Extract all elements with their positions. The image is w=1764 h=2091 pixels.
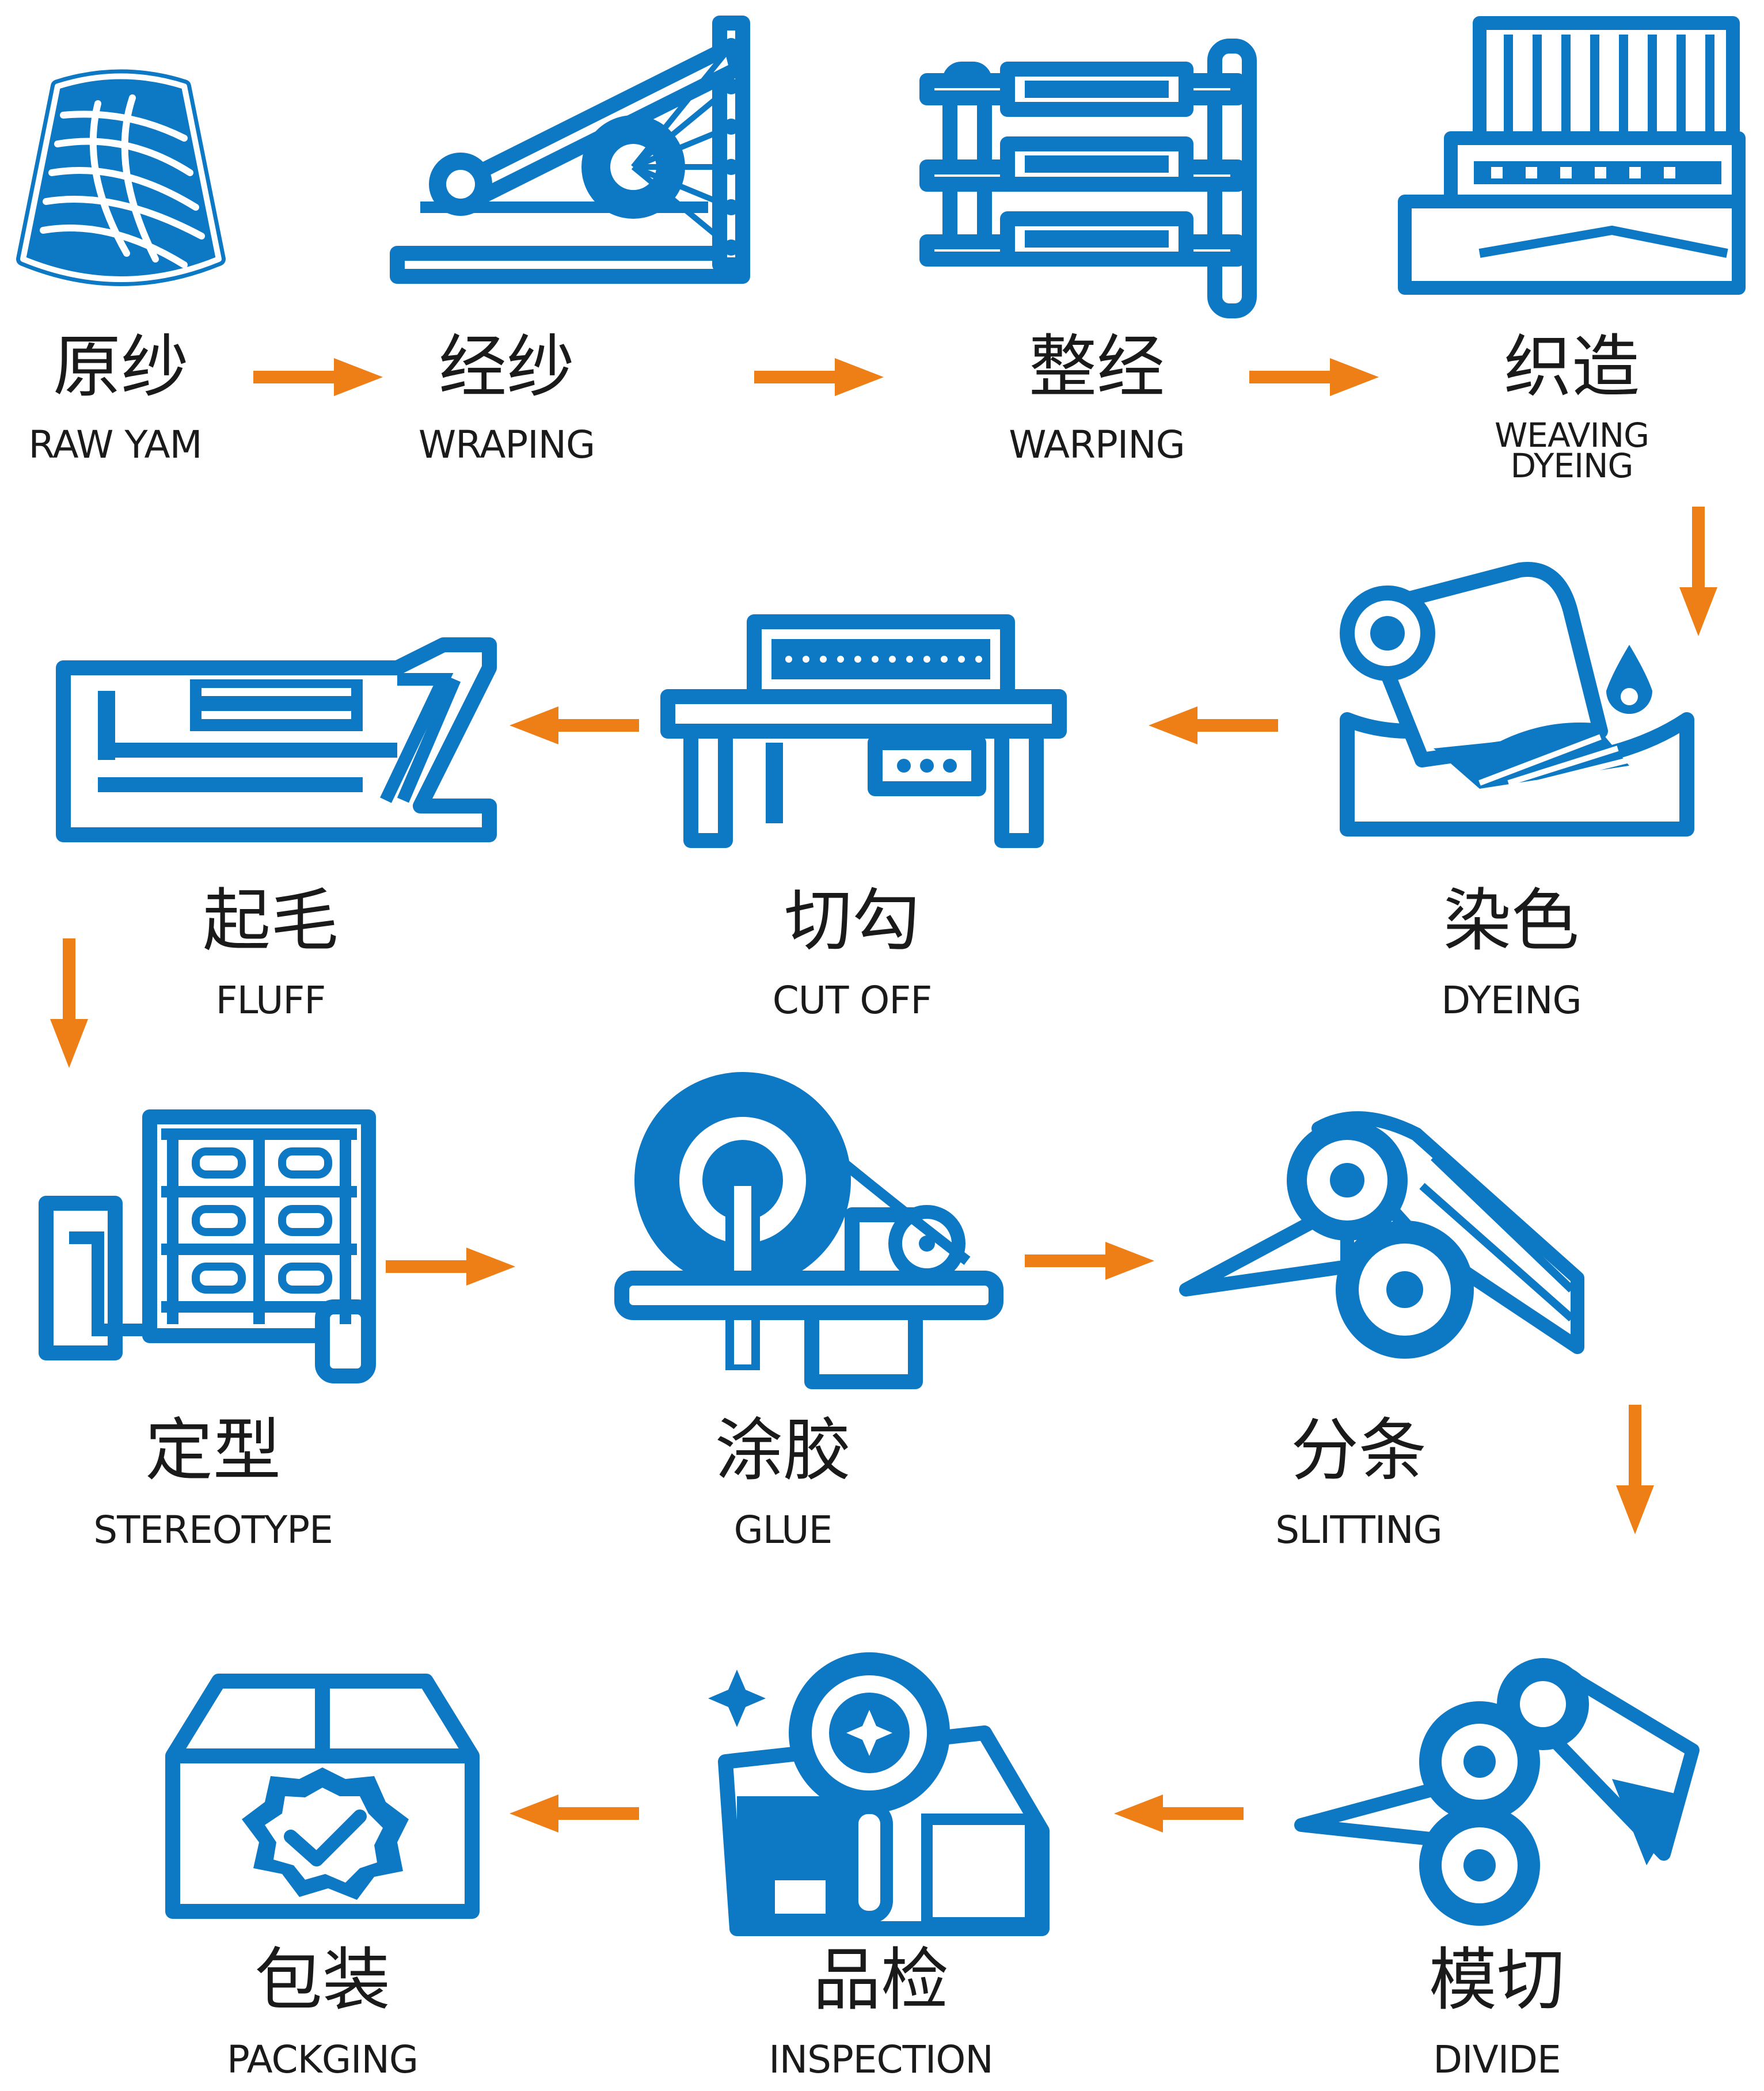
step-cut-off: 切勾 CUT OFF <box>651 541 1067 1036</box>
arrow-right-icon <box>386 1248 515 1286</box>
step-label-zh: 模切 <box>1428 1940 1565 2020</box>
step-label-zh: 包装 <box>254 1940 390 2020</box>
loom-icon <box>1398 16 1746 295</box>
step-label-en: RAW YAM <box>28 423 202 467</box>
arrow-down-icon <box>50 938 88 1068</box>
step-label-zh: 品检 <box>812 1940 949 2020</box>
step-label-en: WEAVING DYEING <box>1494 416 1649 486</box>
step-warp-yarn: 经纱 WRAPING <box>380 0 783 478</box>
arrow-right-icon <box>1249 358 1379 396</box>
warping-machine-icon <box>919 39 1257 318</box>
step-label-zh: 分条 <box>1290 1411 1427 1490</box>
step-label-en: PACKGING <box>226 2037 419 2082</box>
step-dyeing: 染色 DYEING <box>1324 541 1727 1036</box>
step-fluff: 起毛 FLUFF <box>35 541 497 1036</box>
arrow-right-icon <box>754 358 884 396</box>
cutting-machine-icon <box>660 614 1067 848</box>
arrow-left-icon <box>1114 1795 1244 1833</box>
step-stereotype: 定型 STEREOTYPE <box>23 1094 426 1583</box>
step-label-en: GLUE <box>733 1508 833 1552</box>
step-label-en: WRAPING <box>418 423 595 467</box>
die-cut-rolls-icon <box>1294 1658 1700 1926</box>
step-label-zh: 涂胶 <box>714 1411 851 1490</box>
step-label-en: CUT OFF <box>772 978 933 1022</box>
arrow-left-icon <box>510 1795 639 1833</box>
step-packaging: 包装 PACKGING <box>127 1635 530 2090</box>
arrow-right-icon <box>253 358 383 396</box>
arrow-left-icon <box>1149 706 1278 744</box>
step-raw-yarn: 原纱 RAW YAM <box>0 0 403 478</box>
step-label-zh: 定型 <box>145 1411 281 1490</box>
yarn-cone-icon <box>16 69 226 286</box>
glue-roller-icon <box>614 1072 1003 1389</box>
step-slitting: 分条 SLITTING <box>1174 1082 1584 1577</box>
dye-vat-icon <box>1340 562 1694 837</box>
warp-frame-icon <box>390 16 750 284</box>
package-box-icon <box>165 1674 480 1919</box>
step-label-zh: 染色 <box>1443 881 1579 960</box>
step-label-zh: 起毛 <box>202 881 339 960</box>
step-label-zh: 织造 <box>1503 327 1640 406</box>
step-label-en: SLITTING <box>1275 1508 1443 1552</box>
step-label-en: DIVIDE <box>1433 2037 1561 2082</box>
arrow-down-icon <box>1679 507 1717 636</box>
arrow-down-icon <box>1616 1405 1654 1534</box>
step-label-en: DYEING <box>1441 978 1581 1022</box>
arrow-left-icon <box>510 706 639 744</box>
raising-machine-icon <box>56 637 497 842</box>
step-glue: 涂胶 GLUE <box>605 1059 1008 1577</box>
step-divide: 模切 DIVIDE <box>1290 1635 1700 2090</box>
magnifier-inspection-icon <box>708 1652 1050 1936</box>
step-warping: 整经 WARPING <box>910 0 1313 478</box>
setting-machine-icon <box>39 1109 376 1383</box>
step-label-en: INSPECTION <box>769 2037 993 2082</box>
step-label-en: STEREOTYPE <box>93 1508 333 1552</box>
slitting-rolls-icon <box>1179 1111 1584 1359</box>
step-label-en: FLUFF <box>215 978 326 1022</box>
step-inspection: 品检 INSPECTION <box>708 1635 1117 2090</box>
arrow-right-icon <box>1025 1242 1154 1280</box>
step-label-zh: 原纱 <box>52 327 189 406</box>
step-label-zh: 经纱 <box>438 327 575 406</box>
step-weaving: 织造 WEAVING DYEING <box>1393 0 1764 518</box>
step-label-en: WARPING <box>1009 423 1185 467</box>
step-label-zh: 整经 <box>1028 327 1165 406</box>
step-label-zh: 切勾 <box>784 881 920 960</box>
